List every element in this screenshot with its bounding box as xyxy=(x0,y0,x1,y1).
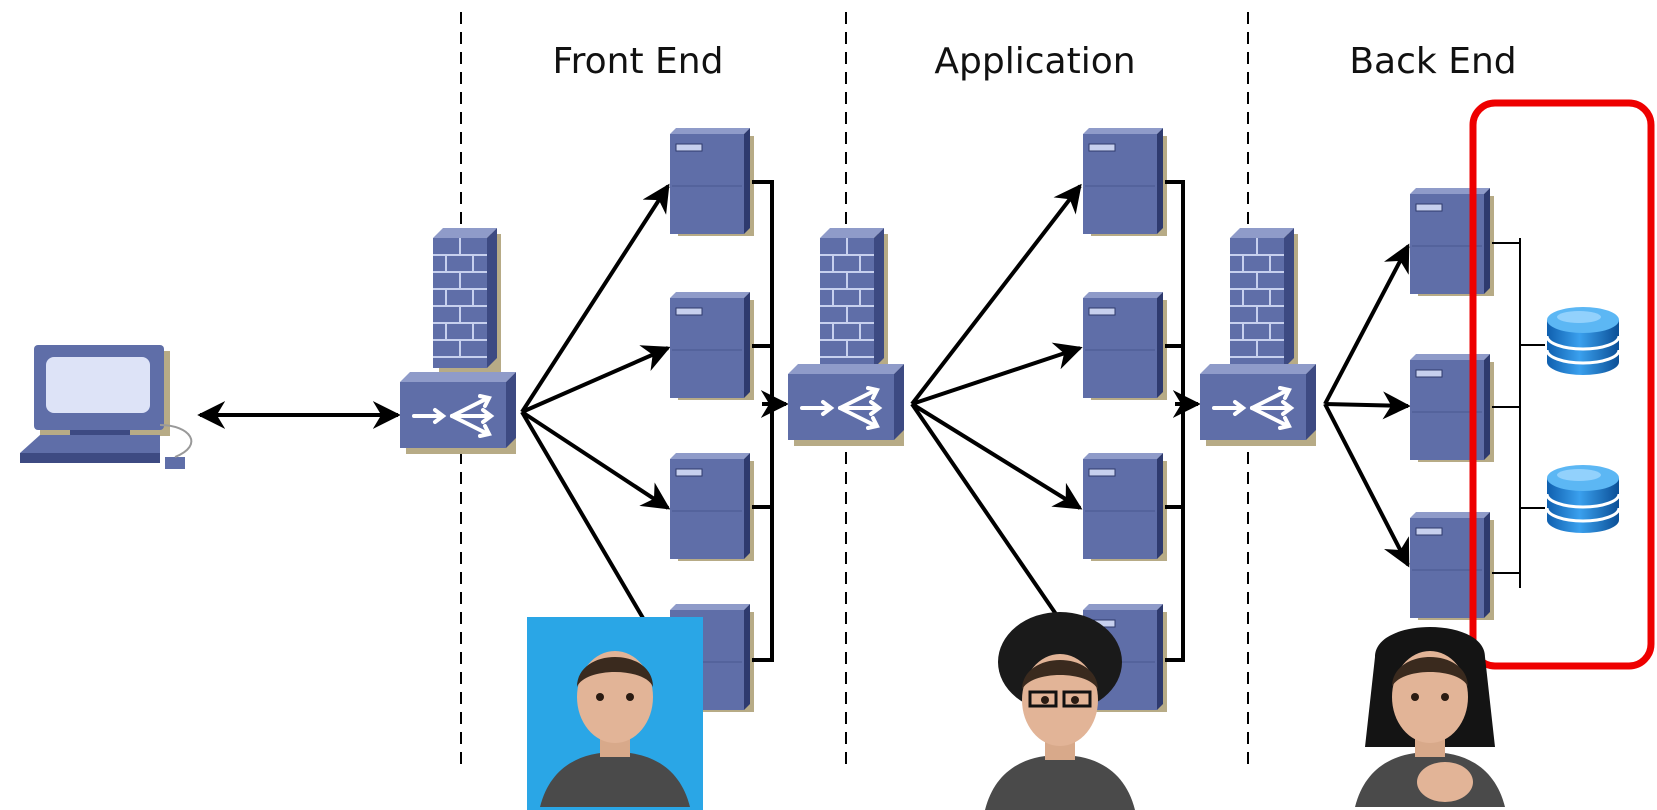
firewall-icon-back-end xyxy=(1229,227,1299,375)
application-collector-bus xyxy=(1165,180,1201,662)
person-photo-back-end xyxy=(1355,627,1505,807)
firewall-icon-front-end xyxy=(432,227,502,375)
tier-separators xyxy=(460,12,1249,765)
load-balancer-icon-front-end xyxy=(398,370,518,456)
load-balancer-icon-application xyxy=(786,362,906,448)
tier-label-application: Application xyxy=(934,41,1135,82)
person-photo-front-end xyxy=(527,617,703,810)
server-icon-back-end-3 xyxy=(1409,511,1495,621)
front-end-collector-bus xyxy=(752,180,789,662)
tier-label-back-end: Back End xyxy=(1349,41,1516,82)
server-icon-application-2 xyxy=(1082,291,1168,401)
database-icon-2 xyxy=(1545,463,1621,535)
server-icon-application-3 xyxy=(1082,452,1168,562)
desktop-computer-icon xyxy=(20,345,193,469)
firewall-icon-application xyxy=(819,227,889,375)
server-icon-back-end-2 xyxy=(1409,353,1495,463)
person-photo-application xyxy=(985,612,1135,810)
server-icon-front-end-2 xyxy=(669,291,755,401)
database-highlight-box xyxy=(1469,99,1655,670)
tier-label-front-end: Front End xyxy=(553,41,724,82)
application-fanout xyxy=(910,183,1083,622)
back-end-storage-bus xyxy=(1492,238,1545,588)
server-icon-front-end-3 xyxy=(669,452,755,562)
database-icon-1 xyxy=(1545,305,1621,377)
front-end-fanout xyxy=(520,183,671,632)
server-icon-back-end-1 xyxy=(1409,187,1495,297)
back-end-fanout xyxy=(1323,243,1411,568)
server-icon-application-1 xyxy=(1082,127,1168,237)
load-balancer-icon-back-end xyxy=(1198,362,1318,448)
server-icon-front-end-1 xyxy=(669,127,755,237)
